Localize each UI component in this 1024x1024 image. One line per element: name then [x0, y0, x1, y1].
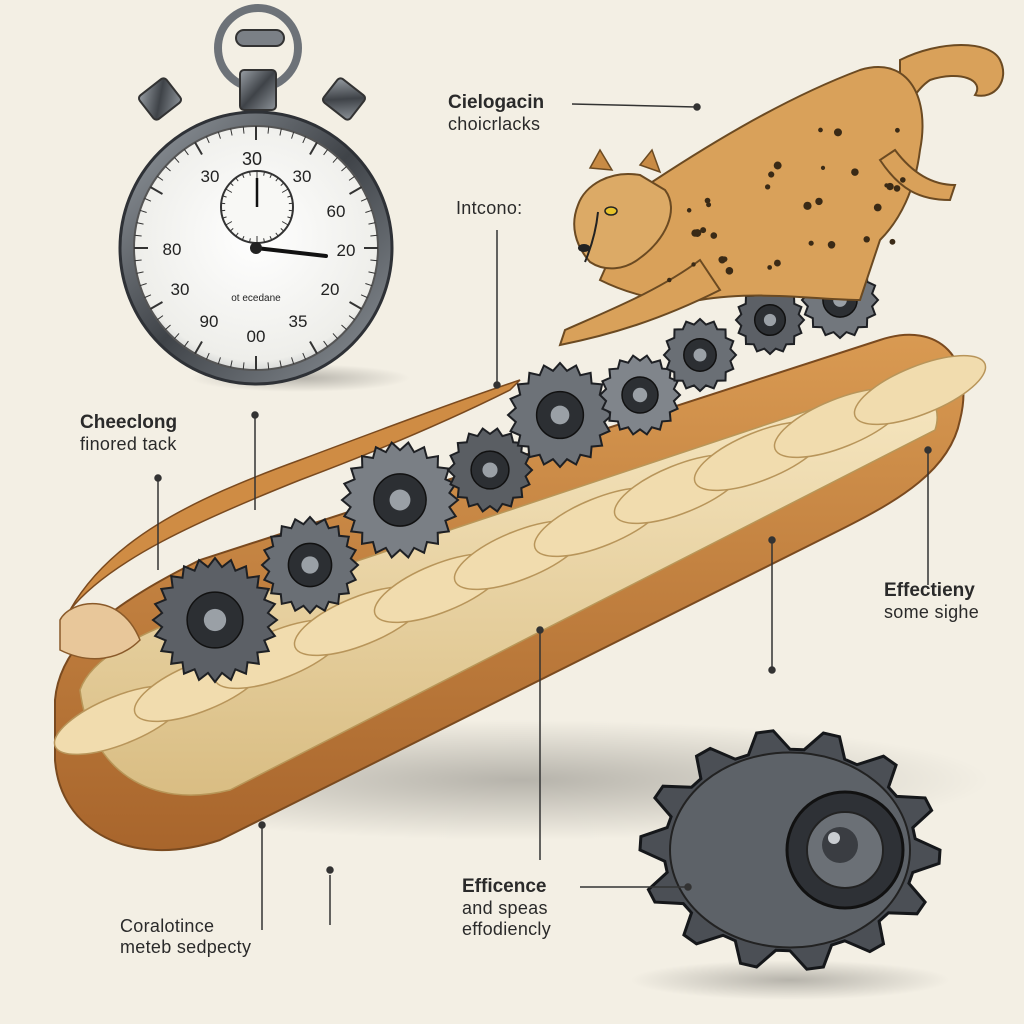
callout-title: Coralotince	[120, 916, 251, 937]
dial-number: 35	[289, 312, 308, 331]
dial-number: 80	[163, 240, 182, 259]
dial-number: 20	[337, 241, 356, 260]
callout-title: Cheeclong	[80, 412, 177, 434]
dial-number: 30	[293, 167, 312, 186]
callout-label-mid: Intcono:	[456, 198, 522, 219]
dial-number: 30	[171, 280, 190, 299]
dial-number: 00	[247, 327, 266, 346]
callout-subtitle: some sighe	[884, 602, 979, 623]
callout-label-right: Effectieny some sighe	[884, 580, 979, 623]
callout-title: Efficence	[462, 876, 551, 898]
stopwatch-left-button	[137, 77, 182, 122]
cheetah-ear	[640, 150, 660, 172]
dial-number: 20	[321, 280, 340, 299]
callout-subtitle: choicrlacks	[448, 114, 544, 135]
callout-subtitle: finored tack	[80, 434, 177, 455]
stopwatch: 30 30 30 60 80 20 30 20 90 00 35 ot eced…	[120, 8, 410, 392]
callout-title: Cielogacin	[448, 92, 544, 114]
dial-number: 30	[201, 167, 220, 186]
dial-number: 60	[327, 202, 346, 221]
dial-caption: ot ecedane	[231, 293, 281, 304]
callout-label-left: Cheeclong finored tack	[80, 412, 177, 455]
callout-label-top: Cielogacin choicrlacks	[448, 92, 544, 135]
callout-title: Effectieny	[884, 580, 979, 602]
callout-subtitle: meteb sedpecty	[120, 937, 251, 958]
callout-label-gear: Efficence and speas effodiencly	[462, 876, 551, 939]
callout-subtitle: and speas	[462, 898, 551, 919]
stopwatch-crown	[240, 70, 276, 110]
dial-number: 90	[200, 312, 219, 331]
dial-number: 30	[242, 149, 262, 169]
stopwatch-ring	[236, 30, 284, 46]
callout-title: Intcono:	[456, 198, 522, 219]
cheetah-nose	[578, 244, 590, 252]
cheetah-eye	[605, 207, 617, 215]
callout-label-bottom: Coralotince meteb sedpecty	[120, 916, 251, 957]
cheetah-ear	[590, 150, 612, 170]
callout-subtitle: effodiencly	[462, 919, 551, 940]
stopwatch-right-button	[321, 77, 366, 122]
